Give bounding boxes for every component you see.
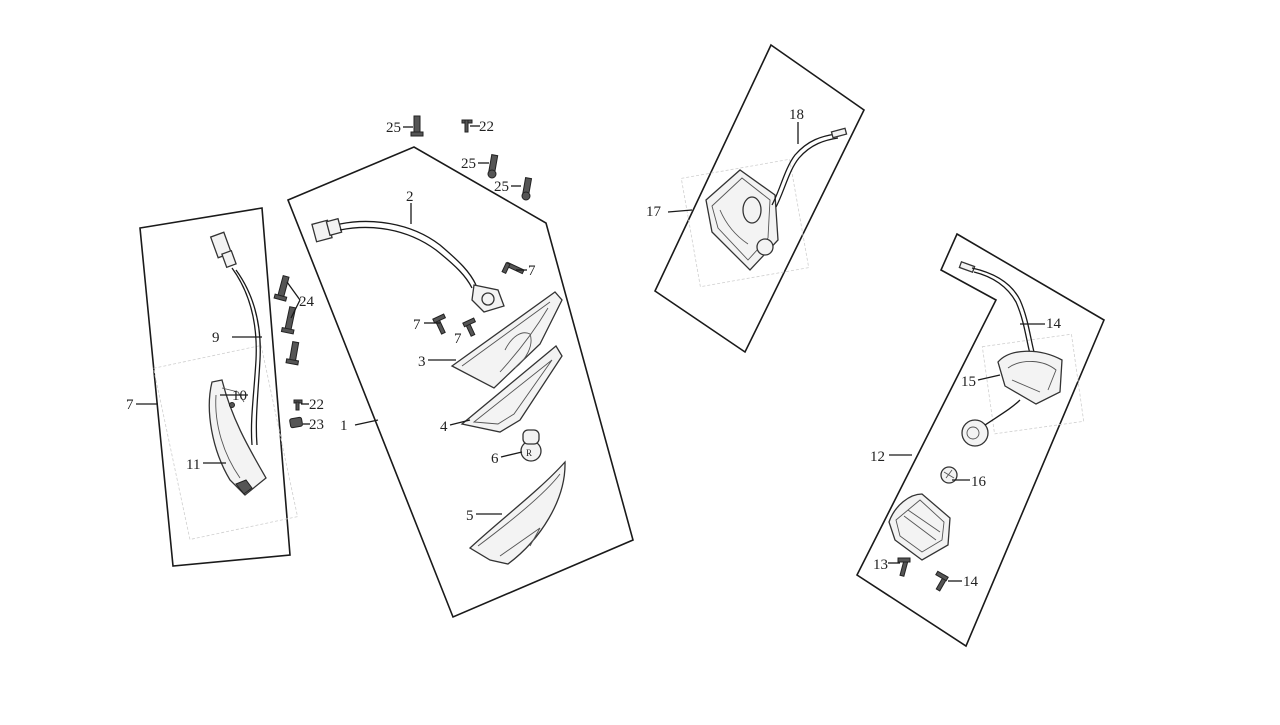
callout-14-a: 13: [873, 557, 888, 573]
headlight-reflector-part: [450, 291, 563, 389]
group-frame-18: [653, 43, 866, 354]
screw-7-c: [462, 317, 477, 337]
screw-14-b: [935, 570, 949, 592]
group-frame-9: [139, 207, 291, 567]
callout-5: 5: [466, 508, 474, 524]
group-frame-13: [855, 232, 1106, 648]
callout-22-left: 22: [309, 397, 324, 413]
callout-25-c: 25: [494, 179, 509, 195]
assembly-group-1: R 1 2 3 4 5 6 7 7 7: [286, 146, 634, 619]
callout-14-b: 14: [963, 574, 979, 590]
callout-7-b: 7: [413, 317, 421, 333]
assembly-group-9: 7 9 10 11: [126, 207, 298, 567]
fastener-22-left: 22: [293, 397, 324, 413]
light-wire-part: [771, 127, 848, 208]
nut-23: 23: [289, 416, 324, 433]
assembly-group-13: 12 14 15 16 13 14: [855, 232, 1106, 648]
signal-wire-part: [958, 260, 1035, 355]
headlight-lens-frame-part: [460, 345, 563, 433]
callout-7-c-visible: 7: [454, 331, 462, 347]
callout-19: 18: [789, 107, 804, 123]
signal-lens-part: [997, 350, 1063, 405]
callout-22-top: 22: [479, 119, 494, 135]
callout-16: 15: [961, 374, 976, 390]
light-housing-part: [705, 169, 779, 271]
wiring-harness-part: [209, 231, 261, 446]
assembly-group-18: 17 18: [646, 43, 866, 354]
bulb-socket-part: [961, 399, 1021, 447]
callout-4: 4: [440, 419, 448, 435]
fasteners-24: 24: [273, 275, 315, 366]
fastener-25-b: 25: [461, 154, 499, 179]
rear-lens-part: [208, 379, 267, 496]
callout-13: 12: [870, 449, 885, 465]
callout-11: 10: [232, 388, 247, 404]
callout-17: 16: [971, 474, 987, 490]
callout-2: 2: [406, 189, 414, 205]
callout-18: 17: [646, 204, 662, 220]
screw-7-b: [432, 313, 447, 335]
headlight-bulb-part: R: [520, 429, 542, 462]
callout-23: 23: [309, 417, 324, 433]
group-frame-1: [286, 146, 634, 619]
screw-7-a: [501, 261, 525, 275]
headlight-harness-part: [311, 217, 505, 313]
callout-9: 7: [126, 397, 134, 413]
fastener-25-a: 25: [386, 115, 424, 137]
callout-12: 11: [186, 457, 200, 473]
callout-6: 6: [491, 451, 499, 467]
svg-text:R: R: [526, 448, 532, 458]
callout-24: 24: [299, 294, 315, 310]
callout-25-a: 25: [386, 120, 401, 136]
screw-14-a: [897, 557, 911, 577]
callout-15: 14: [1046, 316, 1062, 332]
callout-10: 9: [212, 330, 220, 346]
headlight-outer-lens-part: [468, 460, 566, 565]
callout-25-b: 25: [461, 156, 476, 172]
signal-bulb-part: [940, 466, 958, 484]
fastener-22-top: 22: [461, 119, 494, 135]
callout-7-a: 7: [528, 263, 536, 279]
callout-3: 3: [418, 354, 426, 370]
signal-housing-part: [888, 493, 951, 561]
fastener-25-c: 25: [494, 177, 533, 201]
callout-1: 1: [340, 418, 348, 434]
